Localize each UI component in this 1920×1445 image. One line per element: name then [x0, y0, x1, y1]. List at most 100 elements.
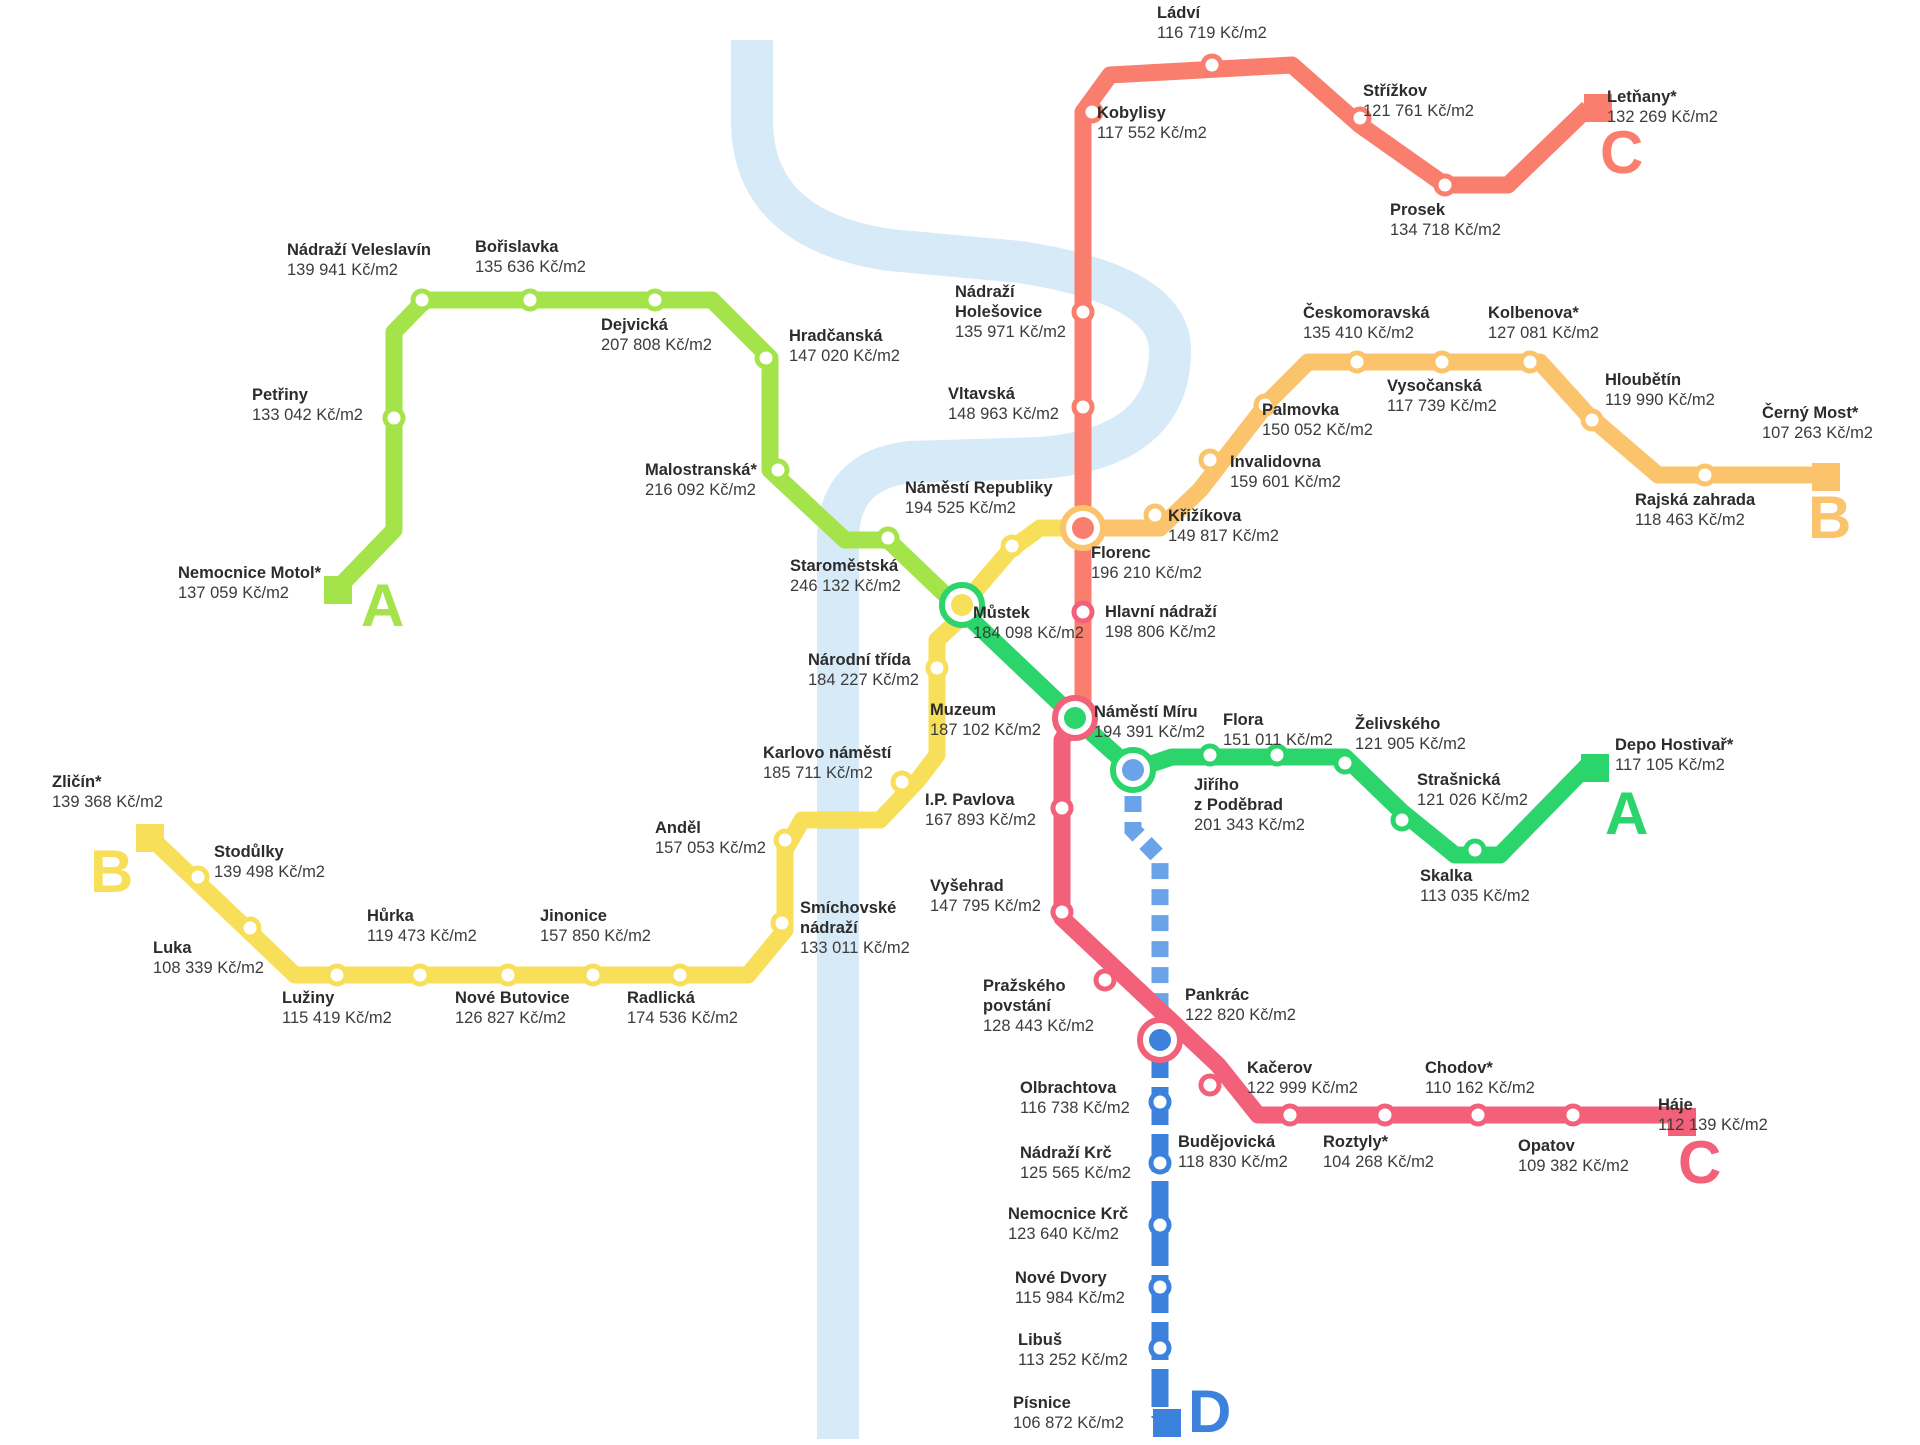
station-name: Černý Most* — [1762, 404, 1859, 422]
station-marker-borislavka — [518, 288, 542, 312]
station-marker-ceskomoravska — [1345, 350, 1369, 374]
station-marker-narodni — [925, 656, 949, 680]
station-marker-roztyly — [1373, 1103, 1397, 1127]
station-name: Nádraží Veleslavín — [287, 241, 431, 259]
station-price: 110 162 Kč/m2 — [1425, 1079, 1535, 1097]
station-name: Letňany* — [1607, 88, 1677, 106]
station-marker-vysehrad — [1050, 900, 1074, 924]
station-price: 151 011 Kč/m2 — [1223, 731, 1333, 749]
station-marker-jiriho — [1198, 743, 1222, 767]
station-marker-nemocnice-krc — [1148, 1213, 1172, 1237]
station-marker-hradcanska — [754, 346, 778, 370]
station-marker-skalka — [1463, 838, 1487, 862]
station-price: 126 827 Kč/m2 — [455, 1009, 566, 1027]
station-marker-nove-butovice — [496, 963, 520, 987]
station-name: Florenc — [1091, 544, 1151, 562]
station-marker-olbrachtova — [1148, 1090, 1172, 1114]
station-name: Jiřího z Poděbrad — [1194, 776, 1283, 814]
line-b-east — [1083, 353, 1820, 537]
station-name: I.P. Pavlova — [925, 791, 1015, 809]
station-price: 246 132 Kč/m2 — [790, 577, 901, 595]
station-marker-smichovske — [770, 911, 794, 935]
station-label-chodov: Chodov*110 162 Kč/m2 — [1425, 1058, 1535, 1098]
station-name: Radlická — [627, 989, 695, 1007]
terminal-depo-hostivar — [1581, 754, 1609, 782]
station-name: Nádraží Holešovice — [955, 283, 1043, 321]
station-name: Libuš — [1018, 1331, 1062, 1349]
station-price: 104 268 Kč/m2 — [1323, 1153, 1434, 1171]
station-name: Ládví — [1157, 4, 1201, 22]
station-marker-nove-dvory — [1148, 1275, 1172, 1299]
station-name: Stodůlky — [214, 843, 284, 861]
line-c-north — [1067, 56, 1594, 722]
station-label-nadrazi-krc: Nádraží Krč 125 565 Kč/m2 — [1020, 1143, 1131, 1183]
line-d-dashed — [1124, 770, 1169, 1040]
station-price: 133 042 Kč/m2 — [252, 406, 363, 424]
station-price: 112 139 Kč/m2 — [1658, 1116, 1768, 1134]
station-name: Nové Dvory — [1015, 1269, 1107, 1287]
station-marker-rajska-zahrada — [1693, 463, 1717, 487]
station-marker-hlavni-nadrazi — [1071, 600, 1095, 624]
station-marker-karlovo — [890, 770, 914, 794]
station-price: 119 473 Kč/m2 — [367, 927, 477, 945]
station-price: 167 893 Kč/m2 — [925, 811, 1036, 829]
station-marker-vltavska — [1071, 395, 1095, 419]
station-name: Budějovická — [1178, 1133, 1276, 1151]
station-label-nadrazi-holesovice: Nádraží Holešovice 135 971 Kč/m2 — [955, 282, 1066, 342]
station-price: 139 941 Kč/m2 — [287, 261, 398, 279]
station-price: 147 795 Kč/m2 — [930, 897, 1041, 915]
station-marker-zelivskeho — [1333, 751, 1357, 775]
station-price: 135 971 Kč/m2 — [955, 323, 1066, 341]
station-price: 116 738 Kč/m2 — [1020, 1099, 1130, 1117]
line-b-east-letter: B — [1808, 484, 1852, 551]
station-price: 125 565 Kč/m2 — [1020, 1164, 1131, 1182]
vltava-river — [731, 40, 1191, 1439]
station-price: 127 081 Kč/m2 — [1488, 324, 1599, 342]
station-marker-stodulky — [186, 865, 210, 889]
station-name: Zličín* — [52, 773, 102, 791]
station-name: Jinonice — [540, 907, 607, 925]
station-price: 121 026 Kč/m2 — [1417, 791, 1528, 809]
station-marker-palmovka — [1253, 393, 1277, 417]
station-name: Nemocnice Krč — [1008, 1205, 1129, 1223]
station-price: 194 525 Kč/m2 — [905, 499, 1016, 517]
station-marker-prosek — [1433, 173, 1457, 197]
station-label-zlicin: Zličín*139 368 Kč/m2 — [52, 772, 163, 812]
station-price: 133 011 Kč/m2 — [800, 939, 910, 957]
station-marker-prazskeho — [1093, 968, 1117, 992]
station-price: 201 343 Kč/m2 — [1194, 816, 1305, 834]
line-c-south-letter: C — [1678, 1129, 1722, 1196]
line-a-east-letter: A — [1605, 780, 1649, 847]
station-marker-petriny — [382, 406, 406, 430]
station-marker-nadrazi-holesovice — [1071, 300, 1095, 324]
station-name: Dejvická — [601, 316, 668, 334]
station-marker-staromestska — [876, 526, 900, 550]
station-price: 128 443 Kč/m2 — [983, 1017, 1094, 1035]
station-name: Nádraží Krč — [1020, 1144, 1112, 1162]
terminal-haje — [1668, 1108, 1696, 1136]
station-price: 194 391 Kč/m2 — [1094, 723, 1205, 741]
station-marker-andel — [773, 828, 797, 852]
station-marker-ladvi — [1200, 53, 1224, 77]
station-name: Můstek — [973, 604, 1030, 622]
station-label-malostranska: Malostranská*216 092 Kč/m2 — [645, 460, 757, 500]
station-name: Hloubětín — [1605, 371, 1682, 389]
